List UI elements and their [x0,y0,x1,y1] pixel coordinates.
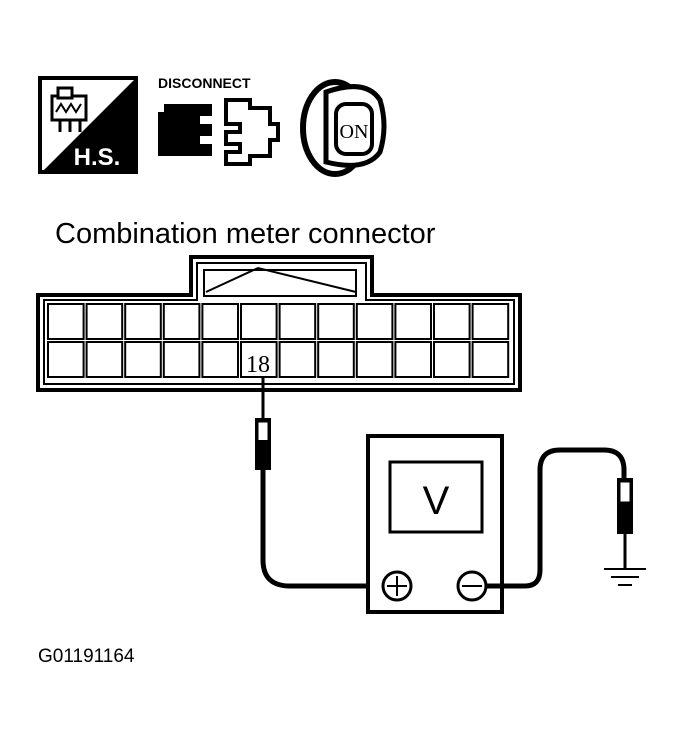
terminal-cavity [394,303,432,340]
ignition-key-icon: ON [300,79,387,177]
terminal-cavity [85,303,124,340]
terminal-cavity [240,341,278,378]
terminal-cavity [240,303,278,340]
terminal-18-label: 18 [246,352,270,378]
terminal-cavity [471,303,510,340]
terminal-cavity [394,341,432,378]
terminal-cavity [47,341,85,378]
hs-label: H.S. [74,144,121,171]
terminal-cavity [162,303,201,340]
voltmeter: V [366,434,504,614]
hs-icon: H.S. [38,76,138,174]
terminal-cavity [124,341,162,378]
terminal-cavity [317,303,355,340]
terminal-cavity [355,303,394,340]
terminal-cavity [471,341,510,378]
terminal-cavity [201,341,239,378]
terminal-cavity [433,341,471,378]
terminal-grid [47,303,510,378]
disconnect-label: DISCONNECT [158,75,251,91]
terminal-cavity [85,341,124,378]
terminal-cavity [278,341,317,378]
terminal-cavity [162,341,201,378]
terminal-cavity [433,303,471,340]
ground-symbol-icon [604,560,646,586]
terminal-cavity [201,303,239,340]
terminal-cavity [317,341,355,378]
positive-probe [255,378,378,589]
terminal-cavity [355,341,394,378]
ground-probe [486,447,633,589]
combination-meter-connector: 18 [36,255,522,392]
figure-id: G01191164 [38,646,135,667]
disconnect-icon: DISCONNECT [158,75,280,166]
meter-display: V [423,479,450,523]
connector-title: Combination meter connector [55,218,436,250]
key-on-label: ON [340,121,369,143]
terminal-cavity [124,303,162,340]
terminal-cavity [47,303,85,340]
terminal-cavity [278,303,317,340]
